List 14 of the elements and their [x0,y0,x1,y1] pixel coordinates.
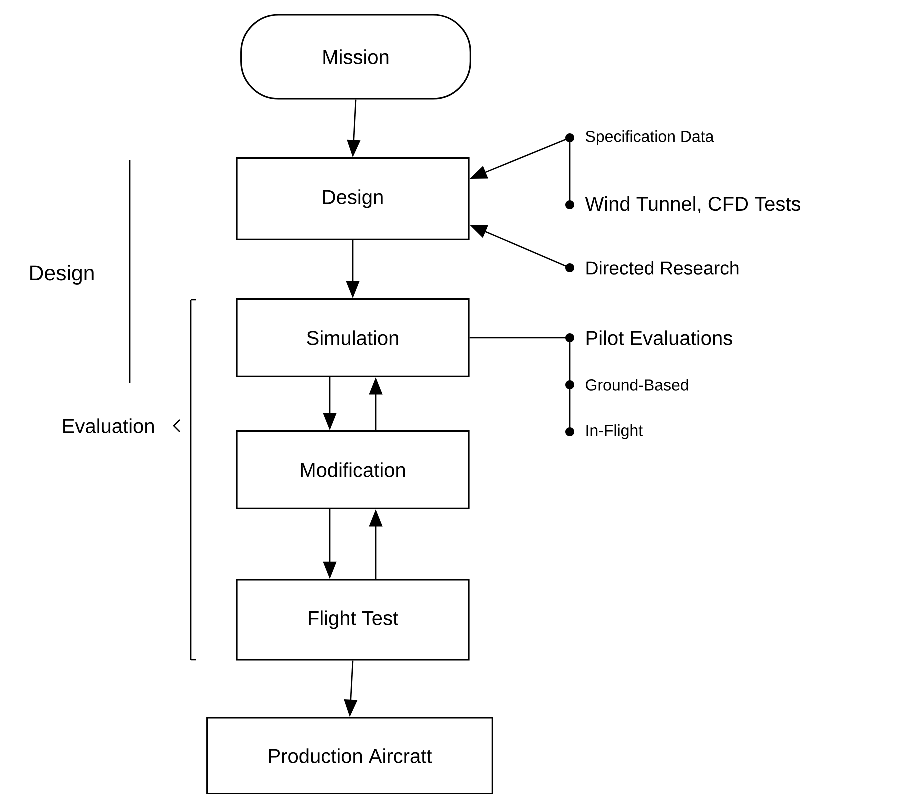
bullet-label: Specification Data [566,130,714,146]
bullet-label: Directed Research [566,261,739,275]
terminal-box: Mission [240,14,472,100]
bullet-label: Pilot Evaluations [566,330,732,346]
process-box: Design [236,158,470,240]
bullet-label: Ground-Based [566,379,688,391]
process-box: Production Aircratt [206,717,494,794]
bullet-label: Wind Tunnel, CFD Tests [566,196,801,214]
process-box: Flight Test [236,579,470,661]
process-box: Simulation [236,298,470,378]
bullet-label: In-Flight [566,424,643,440]
label: Design [30,265,94,285]
process-box: Modification [236,430,470,510]
label: Evaluation [64,418,154,434]
